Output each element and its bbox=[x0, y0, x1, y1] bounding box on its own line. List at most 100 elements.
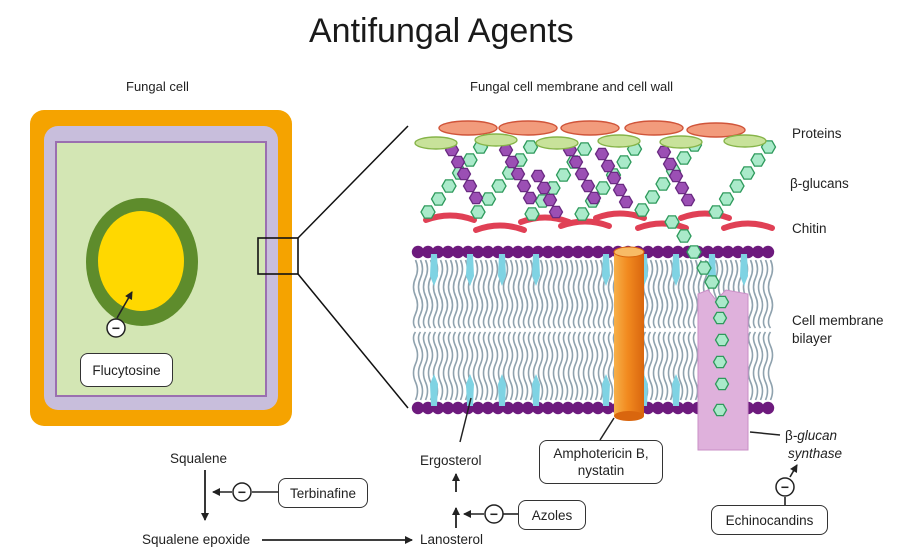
chitin-unit bbox=[574, 167, 590, 181]
glucan-unit bbox=[491, 179, 507, 193]
proteins-label: Proteins bbox=[792, 126, 842, 141]
glucan-unit bbox=[480, 192, 497, 206]
purple-chains bbox=[444, 143, 696, 219]
lipid-tail bbox=[442, 331, 449, 401]
glucan-unit bbox=[616, 155, 632, 169]
page-title: Antifungal Agents bbox=[309, 12, 574, 50]
chitin-unit bbox=[456, 167, 472, 181]
lipid-tail bbox=[757, 259, 764, 329]
chitin-fibril bbox=[558, 218, 612, 229]
lipid-tail bbox=[492, 331, 499, 401]
chitin-unit bbox=[606, 171, 622, 185]
lipid-tail bbox=[412, 331, 419, 401]
lipid-tail bbox=[542, 331, 549, 401]
lipid-head bbox=[591, 401, 605, 415]
lipid-tail bbox=[552, 331, 559, 401]
amphotericin-pore bbox=[613, 246, 645, 421]
chitin-unit bbox=[516, 179, 532, 193]
glucan-unit bbox=[420, 205, 436, 219]
lipid-tail bbox=[447, 259, 454, 329]
synthase-label-line2: synthase bbox=[788, 446, 843, 461]
lipid-head bbox=[591, 245, 605, 259]
lipid-tail bbox=[562, 331, 569, 401]
glucan-unit bbox=[574, 207, 590, 221]
lipid-tail bbox=[677, 331, 684, 401]
lipid-head bbox=[751, 401, 765, 415]
lipid-tail bbox=[587, 259, 594, 329]
glucan-unit bbox=[470, 205, 486, 219]
echinocandins-inhibit-circle: − bbox=[775, 477, 795, 497]
lipid-tail bbox=[512, 331, 519, 401]
flucytosine-arrow bbox=[116, 291, 133, 319]
protein bbox=[624, 120, 684, 136]
protein bbox=[560, 120, 620, 136]
lipid-tail bbox=[692, 331, 699, 401]
terbinafine-box: Terbinafine bbox=[278, 478, 368, 508]
echinocandins-box: Echinocandins bbox=[711, 505, 828, 535]
lipid-tail bbox=[582, 331, 589, 401]
chitin-unit bbox=[530, 169, 546, 183]
lipid-tail bbox=[412, 259, 419, 329]
lipid-head bbox=[651, 245, 665, 259]
lipid-head bbox=[471, 401, 485, 415]
chitin-unit bbox=[586, 191, 602, 205]
amphotericin-line2: nystatin bbox=[577, 463, 625, 478]
chitin-unit bbox=[468, 191, 484, 205]
nucleus bbox=[98, 211, 184, 311]
amphotericin-box: Amphotericin B, nystatin bbox=[539, 440, 663, 484]
lipid-tail bbox=[452, 259, 459, 329]
protein-green bbox=[723, 134, 767, 148]
lipid-tail bbox=[582, 259, 589, 329]
glucan-unit bbox=[430, 192, 447, 206]
squalene-label: Squalene bbox=[170, 451, 228, 466]
lipid-tail bbox=[647, 259, 654, 329]
synthase-glucan-unit bbox=[714, 333, 730, 347]
protein-layer bbox=[414, 120, 767, 150]
lipid-tail bbox=[507, 259, 514, 329]
lipid-tail bbox=[437, 259, 444, 329]
beta-symbol: β bbox=[790, 176, 798, 191]
chitin-unit bbox=[536, 181, 552, 195]
ergosterol-molecule bbox=[430, 254, 438, 286]
chitin-unit bbox=[542, 193, 558, 207]
lipid-head bbox=[681, 401, 695, 415]
synthase-glucan-unit bbox=[714, 295, 730, 309]
lipid-tail bbox=[667, 259, 674, 329]
synthase-label-line1: β-glucan bbox=[785, 428, 837, 443]
zoom-box bbox=[257, 237, 299, 275]
lipid-tail bbox=[572, 331, 579, 401]
glucan-unit bbox=[595, 181, 611, 195]
lipid-head bbox=[411, 245, 425, 259]
lipid-tail bbox=[552, 259, 559, 329]
beta-symbol-synthase: β bbox=[785, 428, 793, 443]
flucytosine-box: Flucytosine bbox=[80, 353, 173, 387]
lipid-tail bbox=[542, 259, 549, 329]
glucan-unit-new bbox=[704, 275, 720, 289]
lipid-tail bbox=[607, 259, 614, 329]
lipid-tail bbox=[652, 331, 659, 401]
lipid-head bbox=[441, 401, 455, 415]
ergosterol-molecule bbox=[672, 374, 680, 406]
zoom-line-top bbox=[297, 125, 409, 239]
chitin-unit bbox=[612, 183, 628, 197]
glucan-unit bbox=[655, 177, 671, 191]
ergosterol-molecule bbox=[466, 254, 474, 286]
lipid-tail bbox=[767, 259, 774, 329]
lipid-head bbox=[471, 245, 485, 259]
svg-text:−: − bbox=[112, 320, 120, 336]
chitin-unit bbox=[662, 157, 678, 171]
lipid-tail bbox=[757, 331, 764, 401]
ergosterol-molecule bbox=[498, 374, 506, 406]
lipid-head bbox=[751, 245, 765, 259]
lipid-tail bbox=[422, 259, 429, 329]
azoles-box: Azoles bbox=[518, 500, 586, 530]
lipid-tail bbox=[682, 259, 689, 329]
glucan-unit bbox=[644, 190, 661, 204]
amphotericin-leader bbox=[599, 417, 615, 441]
protein bbox=[438, 120, 498, 136]
ergosterol-molecule bbox=[532, 374, 540, 406]
lipid-tail bbox=[517, 331, 524, 401]
lipid-tail bbox=[547, 259, 554, 329]
lipid-tail bbox=[557, 331, 564, 401]
pore-bottom bbox=[614, 411, 644, 421]
